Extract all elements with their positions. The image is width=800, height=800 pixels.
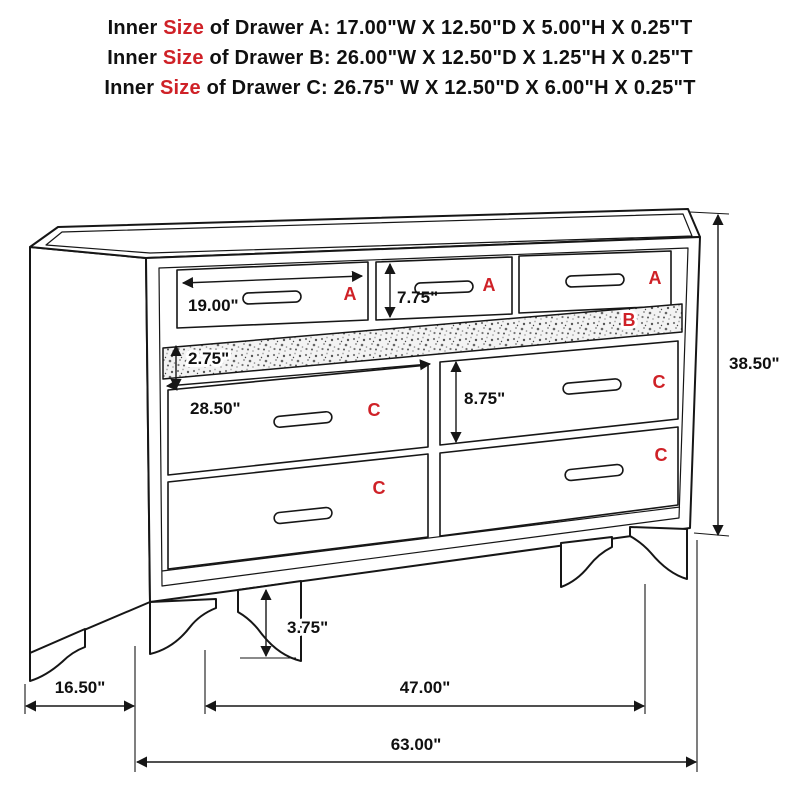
dresser-side-panel [29,246,151,654]
overall-depth-label: 16.50" [55,678,106,697]
drawer-c-top-left-letter: C [368,400,381,420]
drawer-a1-handle [242,290,302,305]
drawer-a2-handle [414,280,474,295]
drawer-b-height-label: 2.75" [188,349,229,368]
drawer-a-size-accent: Size [163,17,205,39]
dresser-top-surface [29,208,701,259]
drawer-c-size-rest: of Drawer C: 26.75" W X 12.50"D X 6.00"H… [206,77,696,99]
drawer-c-bottom-right [439,426,679,537]
overall-height-top-tick [689,211,730,215]
drawer-b-size-accent: Size [162,47,204,69]
drawer-a-width-label: 19.00" [188,296,239,315]
drawer-b-size-line: Inner Size of Drawer B: 26.00"W X 12.50"… [0,43,800,73]
overall-height-bottom-tick [693,532,730,537]
drawer-c-top-right-handle [562,378,622,395]
drawer-c-width-label: 28.50" [190,399,241,418]
front-right-foot-inner [560,536,613,588]
drawer-c-width-arrow [165,359,432,391]
front-left-foot-outer [149,598,217,655]
overall-width-label: 63.00" [391,735,442,754]
drawer-c-bottom-left-handle [273,506,333,525]
drawer-a-height-label: 7.75" [397,288,438,307]
drawer-c-top-right [439,340,679,446]
drawer-a-size-pre: Inner [107,17,158,39]
drawer-c-size-pre: Inner [104,77,155,99]
drawer-a2-letter: A [483,275,496,295]
base-molding-line [161,506,681,572]
drawer-a3-handle [565,273,625,288]
drawer-c-top-right-letter: C [653,372,666,392]
front-right-foot-outer [629,526,688,580]
drawer-c-bottom-right-handle [564,463,624,482]
drawer-c-size-accent: Size [160,77,201,99]
drawer-b-size-rest: of Drawer B: 26.00"W X 12.50"D X 1.25"H … [209,47,693,69]
drawer-c-bottom-left-letter: C [373,478,386,498]
drawer-a3-letter: A [649,268,662,288]
drawer-c-top-left-handle [273,410,333,429]
dresser-side-foot [29,628,86,682]
drawer-b-letter: B [623,310,636,330]
drawer-a-width-arrow [181,270,364,289]
drawer-a-size-line: Inner Size of Drawer A: 17.00"W X 12.50"… [0,13,800,43]
drawer-a-size-rest: of Drawer A: 17.00"W X 12.50"D X 5.00"H … [209,17,693,39]
drawer-size-header: Inner Size of Drawer A: 17.00"W X 12.50"… [0,13,800,103]
drawer-a1-letter: A [344,284,357,304]
overall-height-label: 38.50" [729,354,780,373]
foot-height-label: 3.75" [287,618,328,637]
front-face-frame [158,247,689,587]
dresser-top-edge-detail [45,213,693,254]
drawer-c-bottom-right-letter: C [655,445,668,465]
drawer-c-height-label: 8.75" [464,389,505,408]
foot-span-width-label: 47.00" [400,678,451,697]
drawer-b-size-pre: Inner [107,47,158,69]
drawer-c-size-line: Inner Size of Drawer C: 26.75" W X 12.50… [0,73,800,103]
